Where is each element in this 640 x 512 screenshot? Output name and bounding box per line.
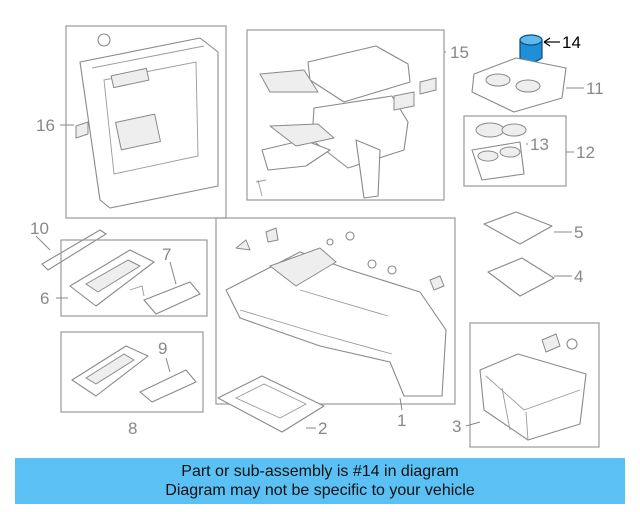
- callout-1: 1: [397, 411, 406, 430]
- part-14-cup-holder-insert: [519, 34, 560, 63]
- callout-10: 10: [30, 219, 49, 238]
- part-12-cup-holder-group: [463, 115, 574, 187]
- callout-3: 3: [452, 417, 461, 436]
- callout-16: 16: [36, 116, 55, 135]
- part-3-lower-bin-group: [465, 322, 600, 448]
- part-info-banner: Part or sub-assembly is #14 in diagram D…: [15, 458, 625, 504]
- callout-5: 5: [574, 223, 583, 242]
- part-16-rear-panel-group: [60, 25, 227, 219]
- part-15-armrest-group: [246, 29, 446, 201]
- callout-2: 2: [318, 419, 327, 438]
- callout-4: 4: [574, 267, 583, 286]
- part-1-console-body: [215, 217, 456, 411]
- parts-diagram: 16 15 14 11 13 12 5 4 10 7 6 9 8 1 2 3: [30, 25, 604, 448]
- part-6-bezel-group: [56, 239, 208, 317]
- callout-6: 6: [40, 289, 49, 308]
- callout-11: 11: [586, 79, 604, 98]
- callout-7: 7: [162, 245, 171, 264]
- callout-12: 12: [576, 143, 595, 162]
- callout-15: 15: [450, 43, 469, 62]
- callout-14: 14: [562, 33, 581, 52]
- callout-13: 13: [530, 135, 549, 154]
- part-11-cup-holder-tray: [471, 57, 584, 113]
- callout-8: 8: [128, 419, 137, 438]
- banner-line-2: Diagram may not be specific to your vehi…: [165, 482, 475, 499]
- callout-9: 9: [158, 339, 167, 358]
- banner-line-1: Part or sub-assembly is #14 in diagram: [181, 463, 459, 480]
- part-2-bracket: [217, 375, 325, 433]
- part-8-bezel-group: [60, 331, 204, 413]
- part-4-pad: [487, 257, 572, 297]
- part-5-pad: [483, 211, 572, 245]
